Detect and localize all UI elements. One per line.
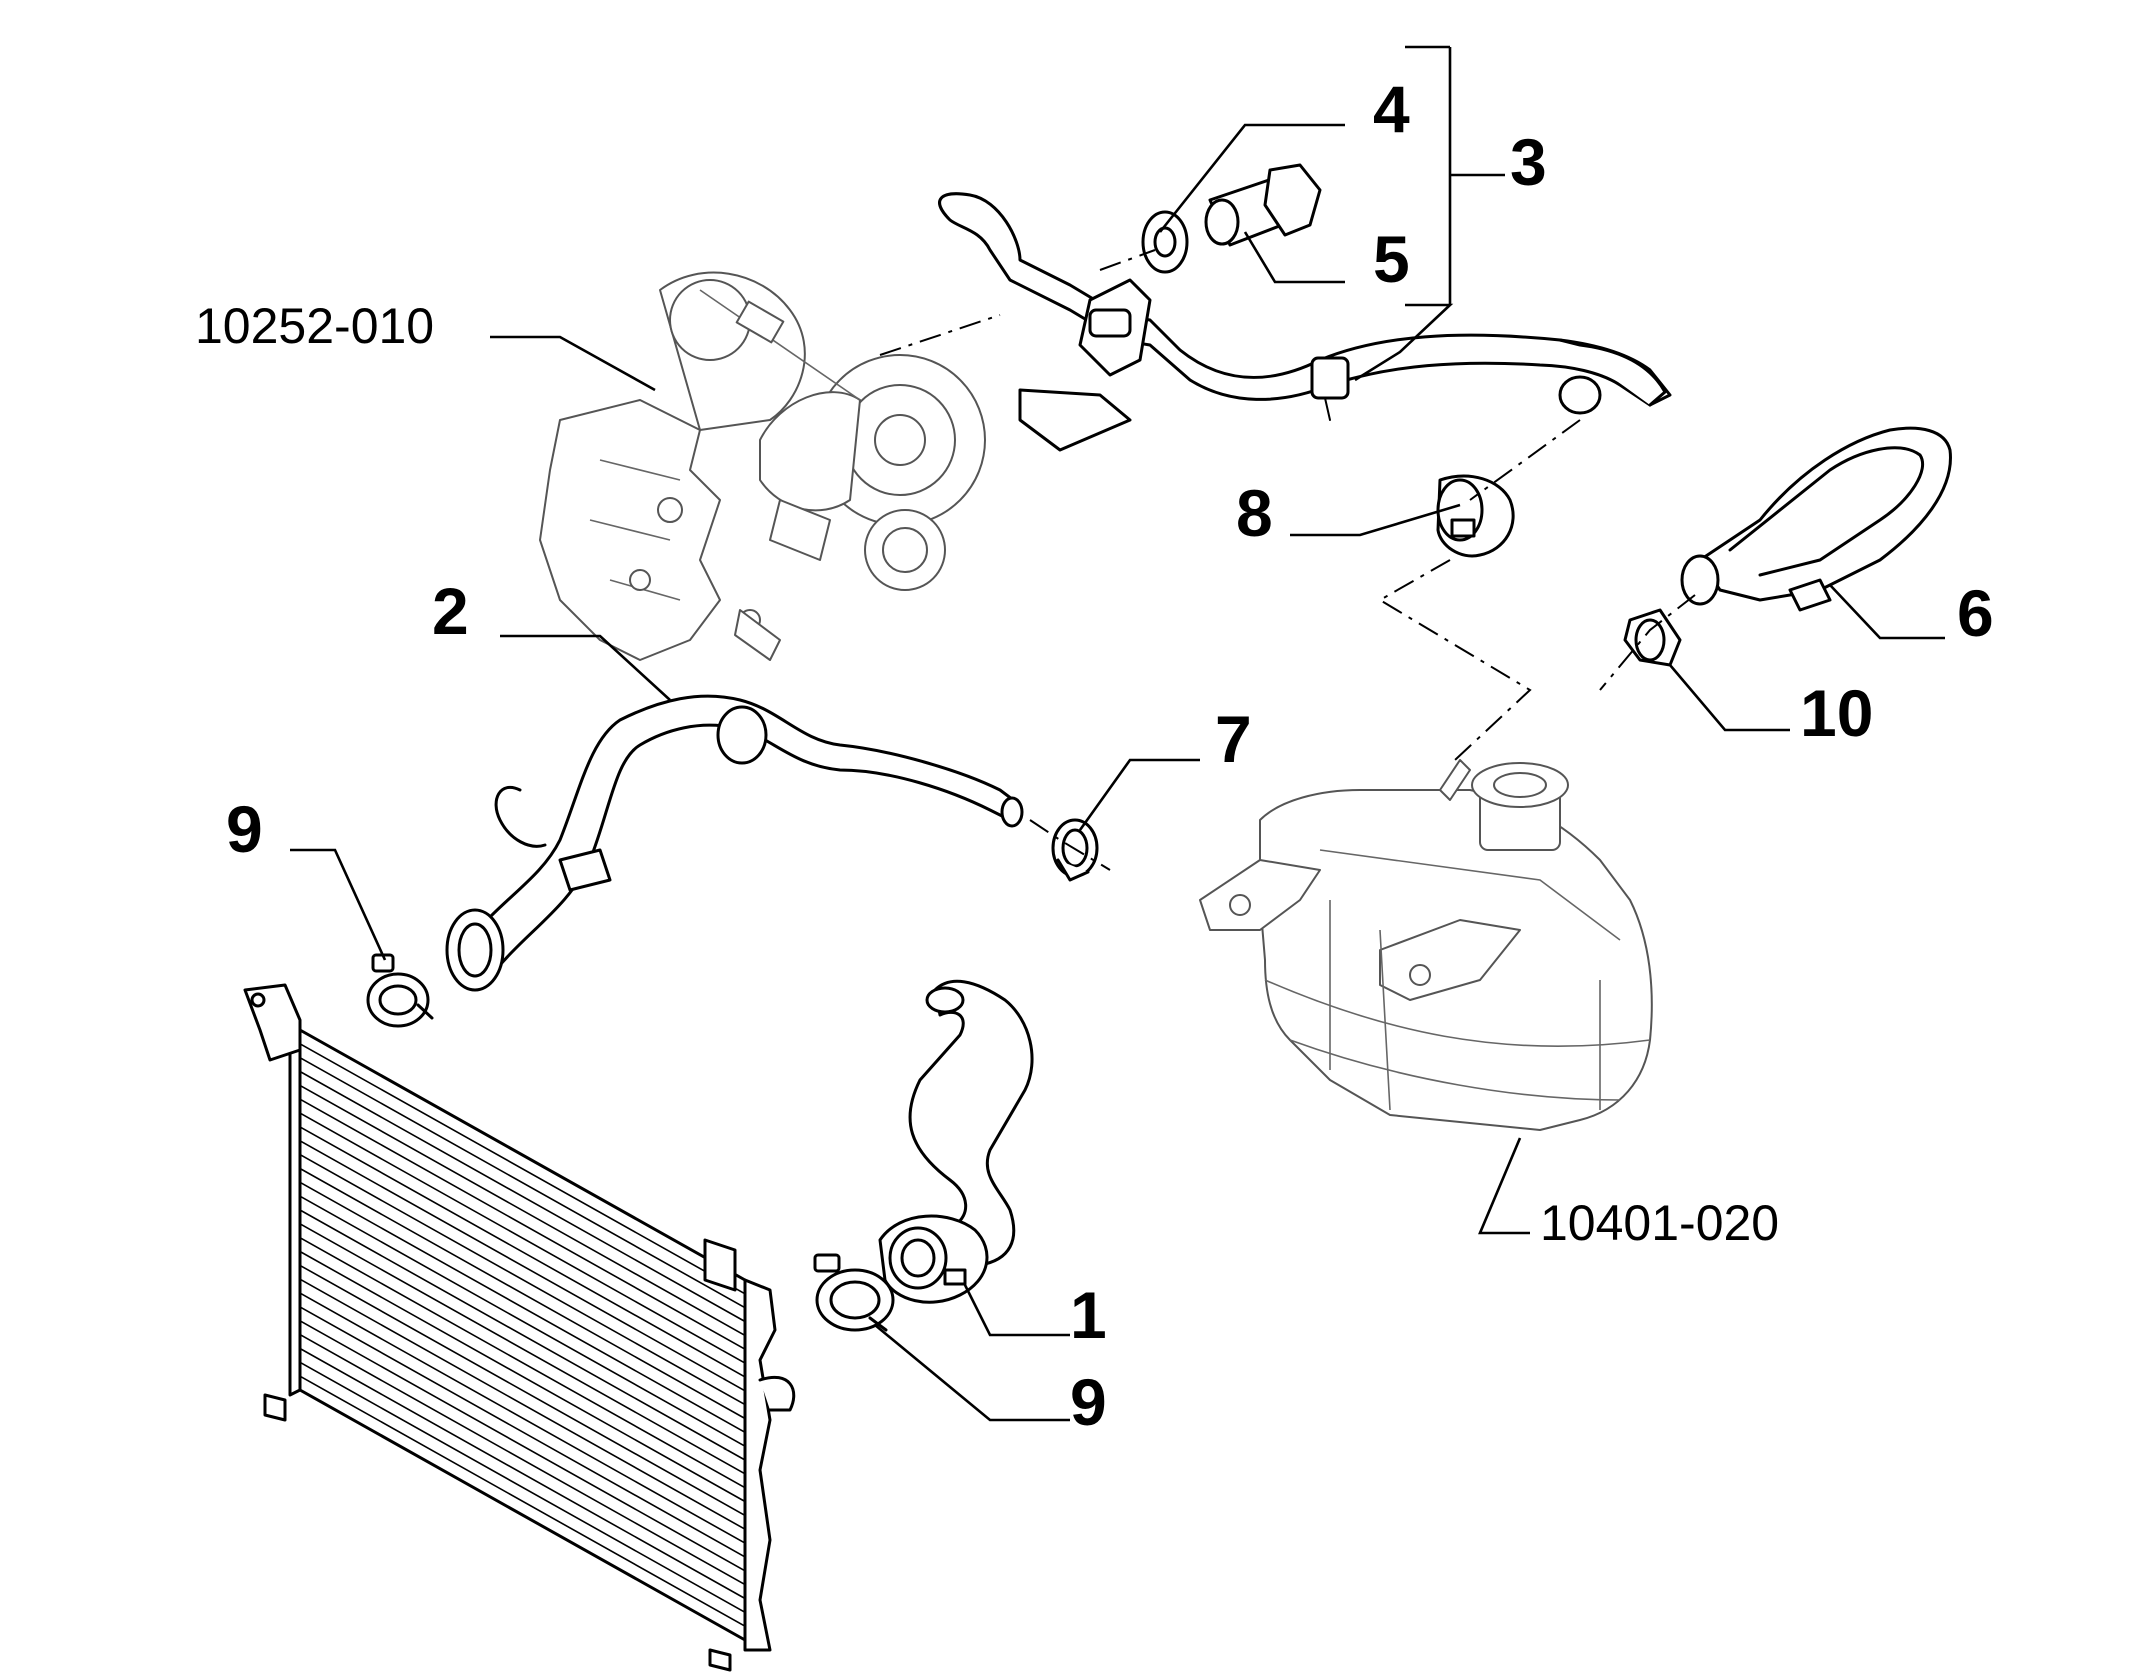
coolant-pipe-assembly [938,192,1672,452]
turbocharger-assembly [539,271,986,661]
radiator-fin-line [299,1140,746,1392]
callout-7: 7 [1215,702,1252,776]
callout-6: 6 [1957,576,1994,650]
radiator-fin-line [299,1153,746,1406]
radiator-fin-line [299,1320,746,1572]
radiator-fin-line [299,1070,746,1323]
expansion-tank [1199,759,1653,1131]
radiator-fin-line [299,1361,746,1613]
radiator-fin-line [299,1292,746,1544]
radiator-fin-line [299,1195,746,1447]
radiator-fin-line [299,1250,746,1503]
radiator-fin-line [299,1209,746,1461]
radiator-fin-line [299,1043,746,1295]
callout-10: 10 [1800,676,1873,750]
callout-4: 4 [1373,72,1410,146]
callout-1: 1 [1070,1278,1107,1352]
hose-clamp-10 [1623,608,1682,667]
radiator-fin-line [299,1126,746,1378]
radiator-fin-line [299,1375,746,1627]
radiator-fin-line [299,1098,746,1350]
callout-labels: 1 2 3 4 5 6 7 8 9 9 10 10252-010 10401-0… [195,72,1994,1439]
radiator [243,983,796,1672]
radiator-fin-line [299,1057,746,1309]
ref-expansion-tank: 10401-020 [1540,1195,1779,1251]
hose-1 [878,979,1034,1304]
radiator-fin-line [299,1264,746,1517]
hose-clamp-8 [1436,474,1515,558]
banjo-bolt [1204,163,1322,247]
radiator-fin-line [299,1306,746,1558]
callout-2: 2 [432,574,469,648]
radiator-fin-line [299,1347,746,1600]
radiator-fin-line [299,1167,746,1420]
ref-turbocharger: 10252-010 [195,298,434,354]
hose-2 [445,694,1024,992]
sealing-washer [1141,210,1189,274]
callout-9-upper: 9 [226,792,263,866]
assembly-axis-lines [879,249,1696,871]
callout-9-lower: 9 [1070,1365,1107,1439]
radiator-fin-line [299,1181,746,1433]
radiator-fin-line [299,1333,746,1586]
radiator-fin-line [299,1223,746,1475]
radiator-fins [299,1043,746,1627]
callout-8: 8 [1236,476,1273,550]
hose-clamp-9-upper [366,953,434,1028]
radiator-fin-line [299,1084,746,1337]
hose-clamp-9-lower [813,1253,895,1332]
leader-lines [290,45,1945,1422]
callout-5: 5 [1373,222,1410,296]
radiator-fin-line [299,1112,746,1364]
radiator-fin-line [299,1278,746,1530]
radiator-fin-line [299,1237,746,1489]
hose-6 [1680,426,1952,612]
callout-3: 3 [1510,125,1547,199]
